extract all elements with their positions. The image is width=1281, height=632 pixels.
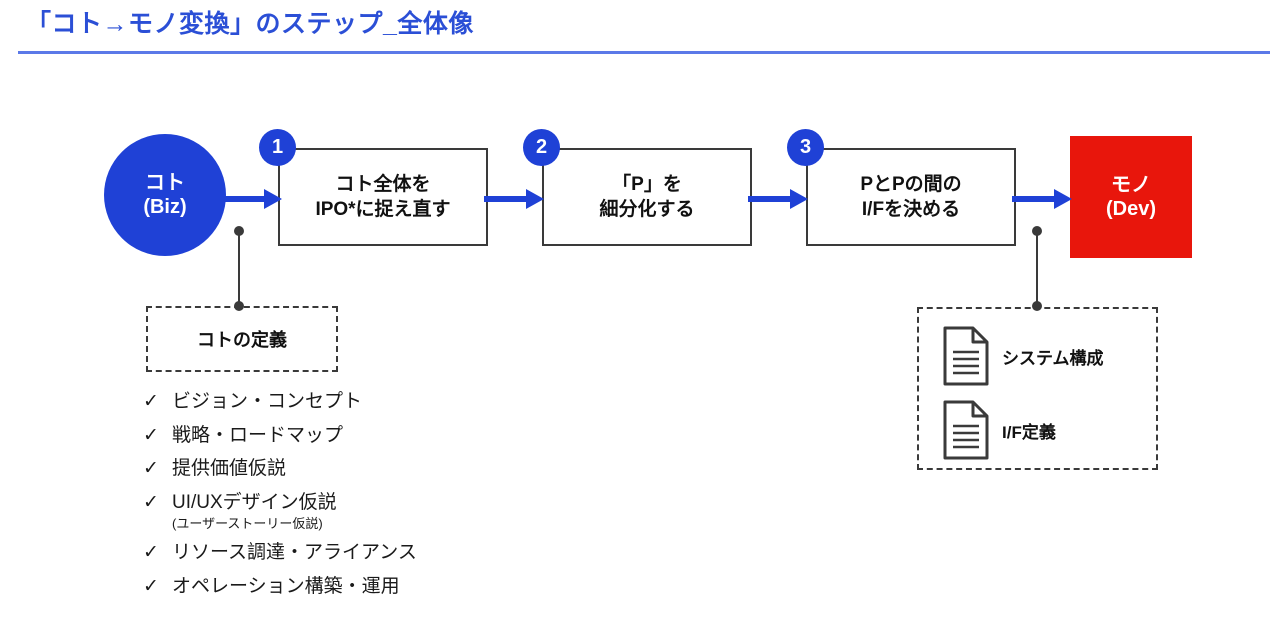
flow-start-node-line2: (Biz) (143, 196, 187, 218)
step-badge-3: 3 (787, 129, 824, 166)
flow-arrow-icon (1012, 189, 1072, 209)
step-box-2-line1: 「P」を (612, 173, 682, 195)
flow-arrow-icon (484, 189, 544, 209)
list-item: システム構成 (941, 325, 1156, 387)
step-box-2-line2: 細分化する (599, 199, 695, 220)
list-item: I/F定義 (941, 399, 1156, 461)
document-icon (943, 400, 989, 460)
step-box-2[interactable]: 「P」を 細分化する (542, 148, 752, 246)
list-item-label: I/F定義 (1002, 422, 1056, 442)
list-item: ✓ UI/UXデザイン仮説 (ユーザーストーリー仮説) (143, 489, 417, 534)
step-box-3-line1: PとPの間の (860, 173, 962, 195)
page-title: 「コト→モノ変換」のステップ_全体像 (26, 10, 474, 38)
list-item-label: オペレーション構築・運用 (172, 575, 400, 597)
step-badge-2: 2 (523, 129, 560, 166)
list-item: ✓ ビジョン・コンセプト (143, 388, 417, 416)
definition-checklist: ✓ ビジョン・コンセプト ✓ 戦略・ロードマップ ✓ 提供価値仮説 ✓ UI/U… (143, 388, 417, 606)
step-box-1[interactable]: コト全体を IPO*に捉え直す (278, 148, 488, 246)
list-item: ✓ リソース調達・アライアンス (143, 539, 417, 567)
title-divider (18, 51, 1270, 54)
check-icon: ✓ (143, 491, 159, 513)
list-item: ✓ 戦略・ロードマップ (143, 422, 417, 450)
flow-start-node: コト (Biz) (104, 134, 226, 256)
flow-end-node-line2: (Dev) (1105, 198, 1156, 220)
flow-arrow-icon (748, 189, 808, 209)
list-item-label: ビジョン・コンセプト (172, 391, 363, 412)
step-badge-1: 1 (259, 129, 296, 166)
document-icon (943, 326, 989, 386)
list-item-label: 戦略・ロードマップ (172, 424, 344, 446)
definition-group-label: コトの定義 (197, 330, 287, 350)
flow-end-node-line1: モノ (1111, 173, 1151, 196)
check-icon: ✓ (143, 391, 159, 412)
check-icon: ✓ (143, 542, 159, 564)
step-box-3[interactable]: PとPの間の I/Fを決める (806, 148, 1016, 246)
step-box-1-line1: コト全体を (335, 173, 431, 195)
list-item: ✓ オペレーション構築・運用 (143, 573, 417, 601)
step-box-1-line2: IPO*に捉え直す (315, 199, 451, 220)
flow-start-node-line1: コト (145, 171, 185, 194)
check-icon: ✓ (143, 458, 159, 480)
list-item: ✓ 提供価値仮説 (143, 455, 417, 483)
list-item-label: 提供価値仮説 (172, 458, 287, 480)
check-icon: ✓ (143, 424, 159, 446)
flow-end-node: モノ (Dev) (1070, 136, 1192, 258)
list-item-label: リソース調達・アライアンス (172, 542, 417, 564)
deliverables-group-box: システム構成 I/F定義 (917, 307, 1158, 470)
list-item-label: システム構成 (1002, 348, 1104, 368)
definition-group-box: コトの定義 (146, 306, 338, 372)
list-item-main-text: UI/UXデザイン仮説 (172, 491, 337, 513)
list-item-label: UI/UXデザイン仮説 (ユーザーストーリー仮説) (172, 489, 337, 534)
list-item-sub-text: (ユーザーストーリー仮説) (172, 516, 323, 532)
check-icon: ✓ (143, 575, 159, 597)
step-box-3-line2: I/Fを決める (861, 199, 961, 220)
connector-line-right (1032, 226, 1042, 311)
connector-line-left (234, 226, 244, 311)
flow-arrow-icon (222, 189, 282, 209)
